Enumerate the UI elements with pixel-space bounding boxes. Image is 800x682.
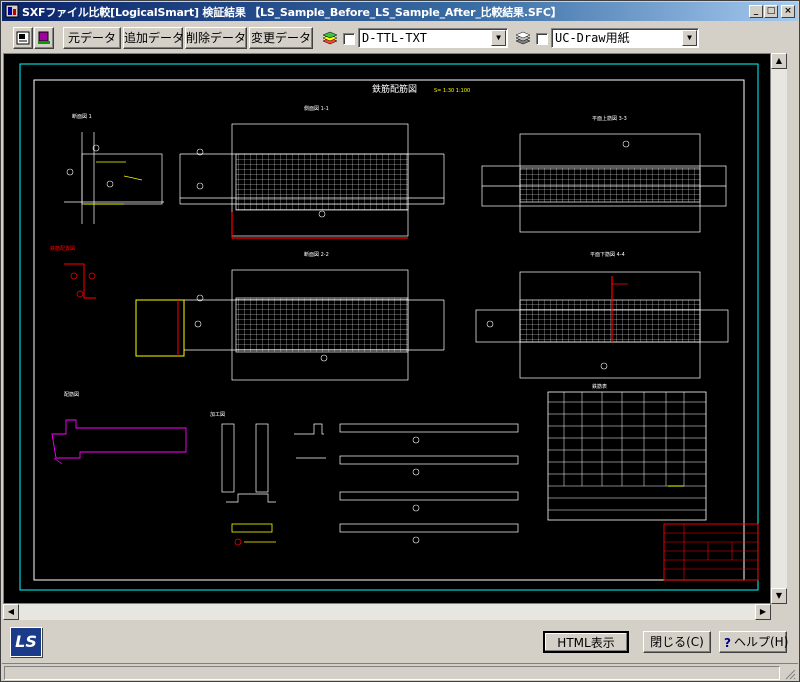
layer-select[interactable]: D-TTL-TXT ▼ — [358, 28, 508, 48]
cad-drawing: 鉄筋配筋図 S= 1:30 1:100 断面図 1 側面図 1-1 — [19, 63, 759, 591]
resize-grip-icon[interactable] — [784, 668, 796, 680]
rebar-placement-label: 鉄筋配置図 — [50, 245, 75, 252]
view-toggle-button[interactable] — [13, 27, 33, 49]
toolbar: 元データ 追加データ 削除データ 変更データ D-TTL-TXT ▼ UC-Dr… — [2, 23, 798, 53]
paint-icon — [38, 31, 50, 44]
horizontal-scrollbar[interactable]: ◀ ▶ — [3, 604, 771, 620]
paper-layers-icon — [515, 31, 531, 45]
sheet-outer-frame — [19, 63, 759, 591]
title-block — [663, 523, 759, 581]
status-bar — [2, 663, 798, 682]
paper-select[interactable]: UC-Draw用紙 ▼ — [551, 28, 699, 48]
elevation-view-1-label: 側面図 1-1 — [304, 105, 329, 112]
vertical-scrollbar[interactable]: ▲ ▼ — [771, 53, 787, 604]
paper-select-value: UC-Draw用紙 — [555, 31, 630, 45]
section-view-1: 断面図 1 — [64, 113, 164, 224]
bending-shapes-label: 加工図 — [210, 411, 225, 418]
layer-checkbox[interactable] — [343, 33, 355, 45]
close-button[interactable]: × — [781, 5, 795, 18]
help-icon: ? — [724, 636, 731, 650]
deleted-data-button[interactable]: 削除データ — [185, 27, 247, 49]
close-dialog-button[interactable]: 閉じる(C) — [643, 631, 711, 653]
plan-bottom-view: 平面下筋図 4-4 — [475, 251, 729, 379]
section-view-2-label: 断面図 2-2 — [304, 251, 329, 258]
bar-detail-label: 配筋図 — [64, 391, 79, 398]
original-data-button[interactable]: 元データ — [63, 27, 121, 49]
paper-checkbox[interactable] — [536, 33, 548, 45]
section-view-2: 断面図 2-2 — [135, 251, 445, 381]
plan-top-view-label: 平面上筋図 3-3 — [592, 115, 627, 122]
scroll-left-icon[interactable]: ◀ — [3, 604, 19, 620]
drawing-canvas[interactable]: 鉄筋配筋図 S= 1:30 1:100 断面図 1 側面図 1-1 — [3, 53, 771, 604]
plan-top-view: 平面上筋図 3-3 — [481, 115, 727, 233]
window-title: SXFファイル比較[LogicalSmart] 検証結果 【LS_Sample_… — [22, 6, 562, 19]
status-bar-cell — [4, 666, 780, 680]
footer-bar: LS HTML表示 閉じる(C) ? ヘルプ(H) — [2, 621, 798, 661]
scroll-up-icon[interactable]: ▲ — [771, 53, 787, 69]
drawing-scale: S= 1:30 1:100 — [434, 88, 470, 94]
elevation-view-1: 側面図 1-1 — [179, 105, 445, 239]
bar-schedule-table: 鉄筋表 — [547, 383, 707, 521]
maximize-button[interactable]: □ — [764, 5, 778, 18]
sheet-inner-frame — [33, 79, 745, 581]
scroll-right-icon[interactable]: ▶ — [755, 604, 771, 620]
plan-bottom-view-label: 平面下筋図 4-4 — [590, 251, 625, 258]
ls-logo: LS — [10, 627, 42, 657]
scroll-down-icon[interactable]: ▼ — [771, 588, 787, 604]
changed-data-button[interactable]: 変更データ — [249, 27, 313, 49]
scroll-corner — [771, 604, 787, 620]
bar-schedule-label: 鉄筋表 — [592, 383, 607, 390]
window-view-icon — [16, 31, 30, 45]
paper-dropdown-arrow-icon[interactable]: ▼ — [682, 30, 697, 46]
rebar-placement-detail: 鉄筋配置図 — [50, 245, 96, 299]
added-data-button[interactable]: 追加データ — [123, 27, 184, 49]
layer-select-value: D-TTL-TXT — [362, 31, 428, 45]
drawing-title: 鉄筋配筋図 — [372, 83, 417, 95]
layer-icon — [322, 31, 338, 45]
help-button-label: ヘルプ(H) — [734, 635, 789, 649]
layer-dropdown-arrow-icon[interactable]: ▼ — [491, 30, 506, 46]
section-view-1-label: 断面図 1 — [72, 113, 92, 120]
title-bar[interactable]: SXFファイル比較[LogicalSmart] 検証結果 【LS_Sample_… — [2, 2, 798, 21]
help-button[interactable]: ? ヘルプ(H) — [719, 631, 789, 653]
bar-list — [339, 423, 519, 544]
html-view-button[interactable]: HTML表示 — [543, 631, 629, 653]
minimize-button[interactable]: _ — [749, 5, 763, 18]
app-icon — [5, 4, 19, 18]
color-toggle-button[interactable] — [34, 27, 54, 49]
bending-shapes: 加工図 — [210, 411, 326, 546]
bar-detail-magenta: 配筋図 — [51, 391, 187, 465]
